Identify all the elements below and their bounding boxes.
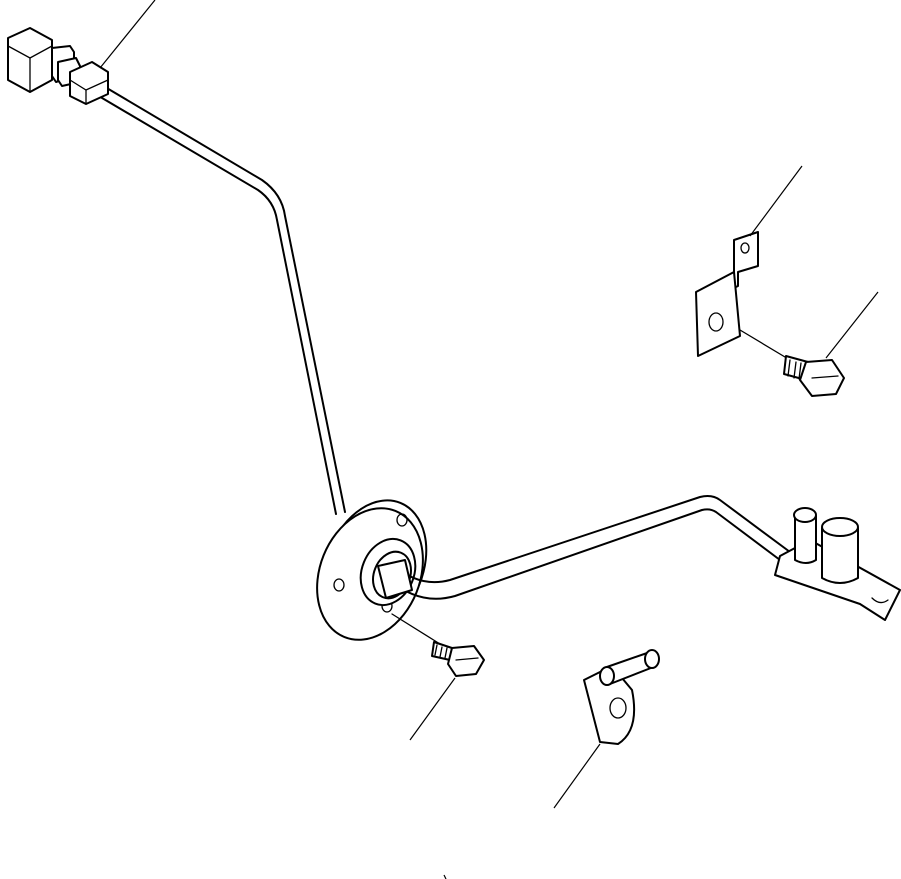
leader-bottom [443,874,447,879]
grommet [69,61,109,105]
clip [583,649,660,745]
leader-bolt-flange [409,677,456,741]
bolt-bracket [783,355,845,397]
leader-clip [553,743,601,809]
flange [316,499,428,641]
leader-grommet [99,0,156,69]
bolt-flange [391,613,485,677]
sensor [377,495,901,621]
leader-bolt-bracket [825,291,879,359]
leader-lines [99,0,879,879]
leader-bracket [749,165,803,237]
connector [7,27,81,93]
bracket [695,231,791,361]
sensor-cable [96,83,346,515]
